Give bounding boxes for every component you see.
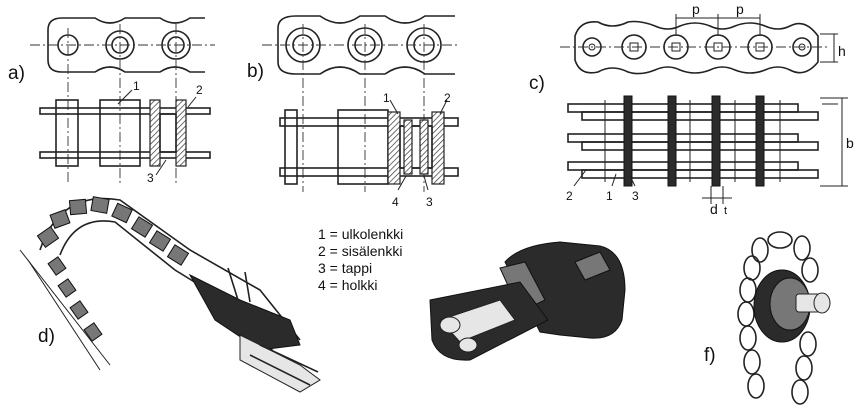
part-number-a-1: 1: [133, 79, 140, 93]
dimension-h: h: [838, 43, 846, 59]
panel-a-drawing: [30, 17, 215, 185]
part-number-a-3: 3: [147, 171, 154, 185]
part-number-b-3: 3: [426, 195, 433, 209]
panel-label-d: d): [38, 326, 55, 347]
panel-b-drawing: [262, 15, 460, 192]
part-number-a-2: 2: [196, 83, 203, 97]
part-number-c-1: 1: [606, 189, 613, 203]
dimension-b: b: [846, 135, 854, 151]
panel-label-b: b): [247, 61, 264, 82]
panel-f-drawing: [737, 231, 831, 405]
dimension-d: d: [710, 201, 718, 217]
roller-chain-loop: [737, 231, 819, 405]
part-number-b-1: 1: [383, 91, 390, 105]
part-number-b-2: 2: [444, 91, 451, 105]
panel-label-a: a): [8, 63, 25, 84]
panel-c-drawing: [560, 14, 848, 204]
panel-d-drawing: [19, 196, 321, 393]
dimension-t: t: [724, 205, 728, 217]
panel-label-c: c): [529, 73, 545, 94]
part-number-c-2: 2: [566, 189, 573, 203]
dimension-p-left: p: [692, 1, 700, 17]
part-number-c-3: 3: [632, 189, 639, 203]
forged-link-drawing: [429, 241, 626, 361]
part-number-b-4: 4: [392, 195, 399, 209]
panel-label-f: f): [704, 345, 716, 366]
drag-chain-links: [36, 196, 190, 342]
legend-item-3: 3 = tappi: [318, 260, 373, 276]
legend-item-2: 2 = sisälenkki: [318, 243, 403, 259]
panel-c-side-view: [567, 95, 819, 187]
parts-legend: 1 = ulkolenkki 2 = sisälenkki 3 = tappi …: [318, 226, 403, 294]
legend-item-4: 4 = holkki: [318, 277, 378, 293]
legend-item-1: 1 = ulkolenkki: [318, 226, 404, 242]
dimension-p-right: p: [736, 1, 744, 17]
